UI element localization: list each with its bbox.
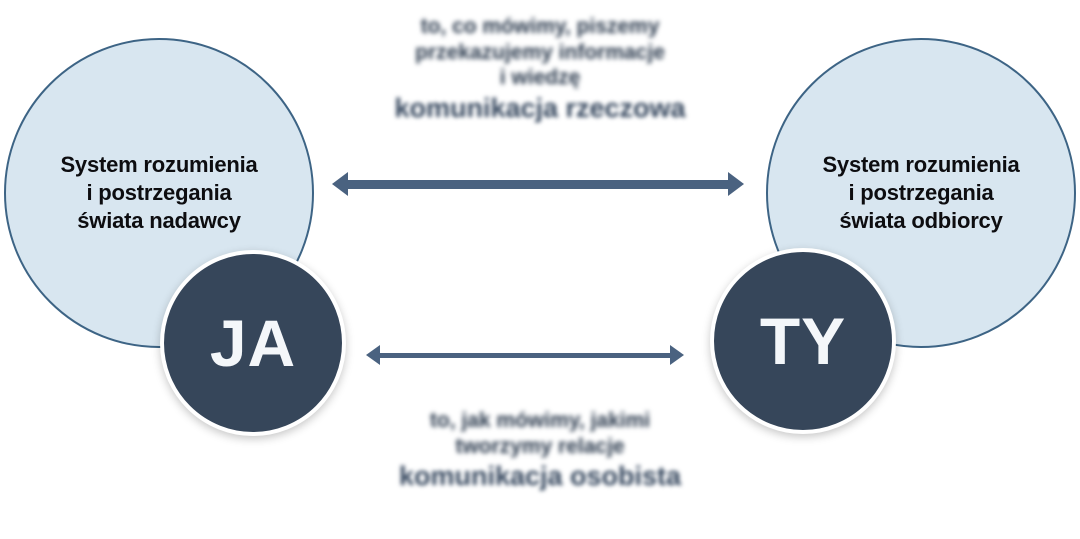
caption-bottom-emphasis: komunikacja osobista — [398, 461, 682, 492]
caption-top-line-3: i wiedzę — [499, 66, 581, 90]
caption-block-bottom: to, jak mówimy, jakimi tworzymy relacje … — [330, 408, 750, 494]
arrow-shaft — [348, 179, 728, 189]
caption-top-line-2: przekazujemy informacje — [415, 40, 665, 64]
world-label-sender: System rozumienia i postrzegania świata … — [60, 151, 258, 234]
caption-bottom-line-2: tworzymy relacje — [455, 434, 625, 458]
persona-circle-ja: JA — [160, 250, 346, 436]
arrow-head-right-icon — [728, 172, 744, 196]
caption-top-line-1: to, co mówimy, piszemy — [420, 15, 660, 38]
persona-circle-ty: TY — [710, 248, 896, 434]
arrow-head-right-icon — [670, 345, 684, 365]
world-label-receiver: System rozumienia i postrzegania świata … — [822, 151, 1020, 234]
caption-bottom-line-1: to, jak mówimy, jakimi — [429, 409, 651, 432]
upper-exchange-arrow — [332, 172, 744, 196]
lower-exchange-arrow — [366, 345, 684, 365]
persona-label-ty: TY — [759, 304, 847, 378]
arrow-shaft — [380, 352, 670, 358]
caption-top-emphasis: komunikacja rzeczowa — [394, 92, 686, 123]
arrow-head-left-icon — [332, 172, 348, 196]
persona-label-ja: JA — [209, 306, 297, 380]
world-circle-sender: System rozumienia i postrzegania świata … — [4, 38, 314, 348]
arrow-head-left-icon — [366, 345, 380, 365]
caption-block-top: to, co mówimy, piszemy przekazujemy info… — [330, 14, 750, 126]
